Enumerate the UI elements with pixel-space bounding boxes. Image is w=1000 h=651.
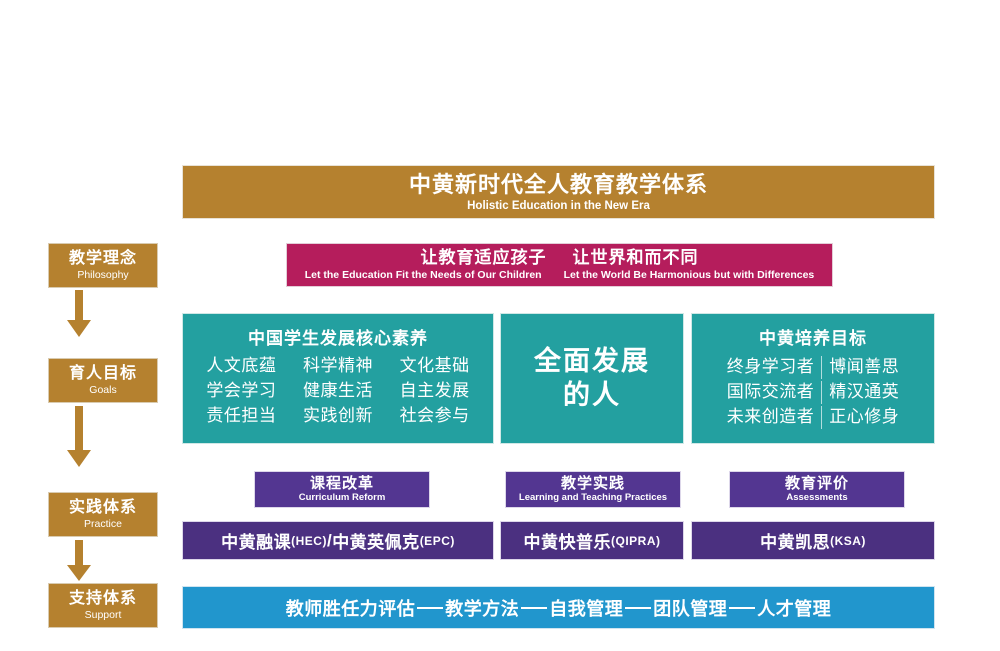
core-competencies-title: 中国学生发展核心素养 — [248, 329, 428, 348]
practice-program-ksa[interactable]: 中黄凯思(KSA) — [691, 521, 935, 560]
practice-header-teaching-practices-cn: 教学实践 — [560, 474, 625, 492]
practice-header-assessments-cn: 教育评价 — [784, 474, 849, 492]
practice-header-assessments-en: Assessments — [786, 492, 848, 504]
support-item: 自我管理 — [549, 598, 624, 619]
philosophy-statement-1-cn: 让教育适应孩子 — [420, 247, 547, 267]
sidebar-item-support-cn: 支持体系 — [68, 590, 137, 608]
practice-header-assessments[interactable]: 教育评价 Assessments — [729, 471, 905, 508]
program-3-name: 中黄凯思 — [760, 533, 831, 552]
cultivation-aim-trait: 博闻善思 — [829, 357, 900, 376]
core-competencies-panel: 中国学生发展核心素养 人文底蕴 科学精神 文化基础 学会学习 健康生活 自主发展… — [182, 313, 494, 444]
sidebar-item-goals[interactable]: 育人目标 Goals — [48, 358, 158, 403]
cultivation-aims-title: 中黄培养目标 — [759, 329, 867, 348]
core-competency-cell: 学会学习 — [206, 380, 277, 400]
sidebar-item-support-en: Support — [84, 608, 122, 621]
core-competency-cell: 科学精神 — [302, 356, 373, 375]
core-competency-cell: 责任担当 — [206, 405, 277, 425]
sidebar-item-goals-cn: 育人目标 — [68, 365, 137, 383]
program-1-abbr-1: (HEC) — [291, 533, 327, 548]
practice-program-hec-epc[interactable]: 中黄融课(HEC)/中黄英佩克(EPC) — [182, 521, 494, 560]
sidebar-item-practice-en: Practice — [84, 517, 122, 530]
program-1-name-1: 中黄融课 — [221, 533, 292, 552]
program-3-abbr: (KSA) — [830, 533, 866, 548]
sidebar-item-philosophy-en: Philosophy — [77, 268, 129, 281]
philosophy-band: 让教育适应孩子 让世界和而不同 Let the Education Fit th… — [286, 243, 833, 287]
core-competency-cell: 健康生活 — [302, 380, 373, 400]
cultivation-aims-panel: 中黄培养目标 终身学习者 博闻善思 国际交流者 精汉通英 未来创造者 正心修身 — [691, 313, 935, 444]
support-item: 团队管理 — [653, 598, 728, 619]
sidebar-item-practice-cn: 实践体系 — [68, 499, 137, 517]
support-item: 教学方法 — [445, 598, 520, 619]
support-item: 教师胜任力评估 — [285, 598, 416, 619]
sidebar-item-practice[interactable]: 实践体系 Practice — [48, 492, 158, 537]
cultivation-aim-role: 未来创造者 — [727, 405, 823, 429]
cultivation-aim-trait: 正心修身 — [829, 406, 900, 426]
connector-dash-icon — [521, 606, 548, 609]
support-item: 人才管理 — [757, 598, 832, 619]
program-1-separator: / — [326, 530, 333, 550]
philosophy-statement-1-en: Let the Education Fit the Needs of Our C… — [304, 269, 542, 282]
system-title-banner: 中黄新时代全人教育教学体系 Holistic Education in the … — [182, 165, 935, 219]
practice-header-teaching-practices-en: Learning and Teaching Practices — [518, 492, 668, 504]
core-competency-cell: 社会参与 — [399, 405, 470, 425]
sidebar-item-goals-en: Goals — [89, 383, 117, 396]
down-arrow-icon-2 — [0, 406, 158, 468]
cultivation-aim-trait: 精汉通英 — [829, 381, 900, 401]
down-arrow-icon-3 — [0, 540, 158, 582]
sidebar-item-support[interactable]: 支持体系 Support — [48, 583, 158, 628]
support-system-bar: 教师胜任力评估 教学方法 自我管理 团队管理 人才管理 — [182, 586, 935, 629]
practice-header-curriculum-reform-cn: 课程改革 — [309, 474, 374, 492]
philosophy-statement-2-cn: 让世界和而不同 — [572, 247, 699, 267]
core-competency-cell: 人文底蕴 — [206, 356, 277, 375]
practice-header-curriculum-reform-en: Curriculum Reform — [298, 492, 386, 504]
down-arrow-icon-1 — [0, 290, 158, 338]
practice-header-teaching-practices[interactable]: 教学实践 Learning and Teaching Practices — [505, 471, 681, 508]
system-title-en: Holistic Education in the New Era — [467, 199, 650, 212]
sidebar-item-philosophy[interactable]: 教学理念 Philosophy — [48, 243, 158, 288]
program-1-name-2: 中黄英佩克 — [332, 533, 420, 552]
system-title-cn: 中黄新时代全人教育教学体系 — [408, 172, 708, 198]
core-competency-cell: 文化基础 — [399, 356, 470, 375]
connector-dash-icon — [417, 606, 444, 609]
core-competency-cell: 自主发展 — [399, 380, 470, 400]
connector-dash-icon — [625, 606, 652, 609]
program-2-name: 中黄快普乐 — [523, 533, 611, 552]
cultivation-aim-role: 国际交流者 — [727, 380, 823, 404]
practice-header-curriculum-reform[interactable]: 课程改革 Curriculum Reform — [254, 471, 430, 508]
program-2-abbr: (QIPRA) — [611, 533, 661, 548]
program-1-abbr-2: (EPC) — [419, 533, 455, 548]
practice-program-qipra[interactable]: 中黄快普乐(QIPRA) — [500, 521, 684, 560]
sidebar-item-philosophy-cn: 教学理念 — [68, 250, 137, 268]
whole-person-line-2: 的人 — [563, 379, 621, 410]
philosophy-statement-2-en: Let the World Be Harmonious but with Dif… — [563, 269, 815, 282]
whole-person-line-1: 全面发展 — [534, 345, 650, 376]
whole-person-panel: 全面发展 的人 — [500, 313, 684, 444]
core-competency-cell: 实践创新 — [302, 405, 373, 425]
cultivation-aim-role: 终身学习者 — [727, 356, 823, 379]
connector-dash-icon — [729, 606, 756, 609]
